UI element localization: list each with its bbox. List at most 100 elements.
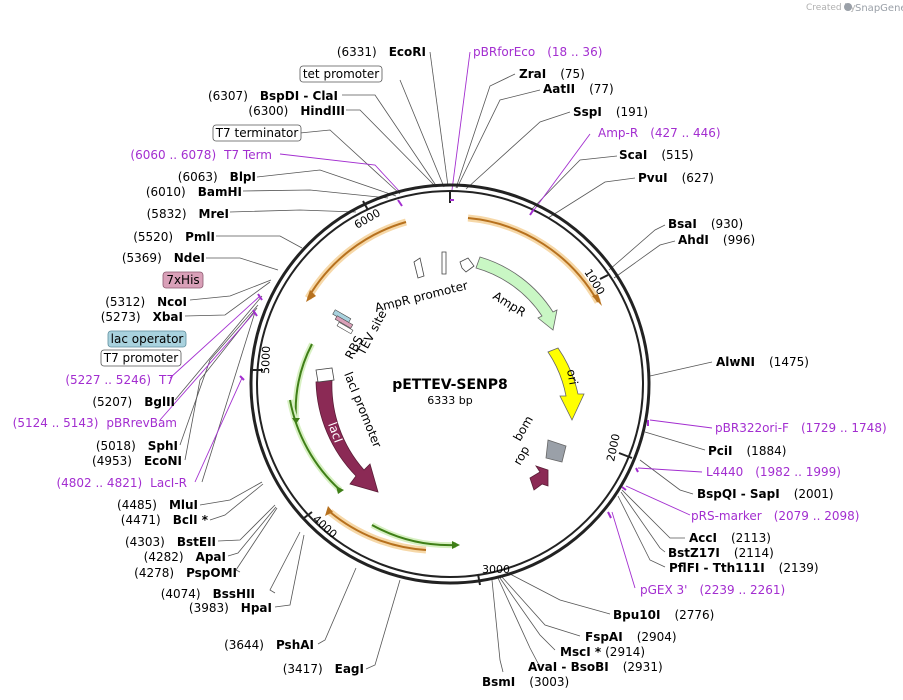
site-name: AhdI: [678, 233, 709, 247]
primer-range: (1982 .. 1999): [755, 465, 841, 479]
t7-terminator-box: T7 terminator: [212, 124, 302, 142]
ruler-label-3000: 3000: [482, 563, 510, 576]
svg-text:pBR322ori-F(1729 .. 1748): pBR322ori-F(1729 .. 1748): [715, 421, 887, 435]
site-pos: (627): [682, 171, 714, 185]
site-name: SphI: [148, 439, 178, 453]
site-name: MreI: [199, 207, 229, 221]
t7-promoter-box: T7 promoter: [100, 349, 182, 367]
plasmid-name: pETTEV-SENP8: [392, 377, 508, 393]
site-pos: (77): [589, 82, 614, 96]
snapgene-logo-icon: [844, 3, 852, 11]
primer-marks: [239, 199, 649, 519]
site-pos: (6331): [337, 45, 377, 59]
lac-operator-label: lac operator: [111, 332, 184, 346]
ruler-label-2000: 2000: [604, 433, 623, 463]
svg-text:(4278)PspOMI: (4278)PspOMI: [134, 566, 237, 580]
primer-name: pBRrevBam: [106, 416, 177, 430]
site-pos: (5207): [92, 395, 132, 409]
site-name: XbaI: [153, 310, 183, 324]
site-pos: (5520): [133, 230, 173, 244]
svg-text:(6307)BspDI - ClaI: (6307) BspDI - ClaI: [208, 89, 338, 103]
site-name: BsaI: [668, 217, 697, 231]
svg-text:BspQI - SapI(2001): BspQI - SapI (2001): [697, 487, 834, 501]
site-name: PciI: [708, 444, 733, 458]
site-name: BspQI - SapI: [697, 487, 780, 501]
site-name: BlpI: [230, 170, 256, 184]
site-pos: (6010): [146, 185, 186, 199]
site-name: BsmI: [482, 675, 515, 689]
site-pos: (930): [711, 217, 743, 231]
primer-range: (4802 .. 4821): [56, 476, 142, 490]
svg-text:(6300)HindIII: (6300) HindIII: [248, 104, 345, 118]
created-by-text: Created by: [806, 3, 856, 13]
green-arcs: [287, 342, 457, 549]
site-pos: (2001): [794, 487, 834, 501]
site-name: FspAI: [585, 630, 623, 644]
svg-text:Amp-R(427 .. 446): Amp-R(427 .. 446): [598, 126, 721, 140]
site-pos: (2776): [674, 608, 714, 622]
site-pos: (6063): [178, 170, 218, 184]
site-name: HindIII: [300, 104, 345, 118]
site-pos: (2139): [779, 561, 819, 575]
orange-arrowheads: [306, 290, 602, 516]
site-pos: (6307): [208, 89, 248, 103]
site-pos: (3983): [189, 601, 229, 615]
primer-range: (18 .. 36): [547, 45, 602, 59]
site-name: MluI: [169, 498, 198, 512]
site-name: BstZ17I: [668, 546, 720, 560]
rbs-tev-cluster: [332, 309, 354, 335]
svg-text:(5207)BglII: (5207)BglII: [92, 395, 175, 409]
site-pos: (2113): [731, 531, 771, 545]
svg-text:MscI *(2914): MscI *(2914): [560, 645, 645, 659]
svg-text:(5227 .. 5246)T7: (5227 .. 5246)T7: [65, 373, 174, 387]
svg-text:L4440(1982 .. 1999): L4440(1982 .. 1999): [706, 465, 841, 479]
primer-labels: pBRforEco(18 .. 36) Amp-R(427 .. 446) pB…: [13, 45, 887, 597]
ori-feature: [547, 347, 585, 421]
site-pos: (4282): [144, 550, 184, 564]
site-pos: (4953): [92, 454, 132, 468]
svg-text:(3983)HpaI: (3983) HpaI: [189, 601, 272, 615]
his-tag-box: 7xHis: [162, 271, 204, 289]
tev-site-label: TEV site: [354, 308, 390, 358]
svg-text:(6063)BlpI: (6063) BlpI: [178, 170, 256, 184]
svg-text:BstZ17I(2114): BstZ17I(2114): [668, 546, 774, 560]
site-name: NcoI: [157, 295, 187, 309]
svg-text:(5312)NcoI: (5312) NcoI: [105, 295, 187, 309]
orange-arcs: [304, 214, 602, 554]
ori-label: ori: [564, 368, 580, 386]
ampr-promoter-feature: [459, 257, 475, 273]
site-name: ApaI: [196, 550, 226, 564]
site-name: ScaI: [619, 148, 647, 162]
site-name: AatII: [543, 82, 575, 96]
svg-text:SspI(191): SspI(191): [573, 105, 648, 119]
site-pos: (75): [560, 67, 585, 81]
site-name: PflFI - Tth111I: [669, 561, 765, 575]
site-pos: (2914): [605, 645, 645, 659]
svg-text:(6010)BamHI: (6010)BamHI: [146, 185, 242, 199]
primer-name: pRS-marker: [691, 509, 762, 523]
tet-promoter-label: tet promoter: [303, 67, 379, 81]
site-name: NdeI: [174, 251, 205, 265]
svg-text:ZraI(75): ZraI(75): [519, 67, 585, 81]
site-pos: (5312): [105, 295, 145, 309]
site-name: PvuI: [638, 171, 668, 185]
site-name: EagI: [335, 662, 364, 676]
svg-text:AccI(2113): AccI (2113): [689, 531, 771, 545]
site-pos: (4485): [117, 498, 157, 512]
svg-text:pRS-marker(2079 .. 2098): pRS-marker(2079 .. 2098): [691, 509, 859, 523]
svg-text:(5520)PmlI: (5520) PmlI: [133, 230, 215, 244]
t7-promoter-label: T7 promoter: [103, 351, 179, 365]
svg-text:(6331)EcoRI: (6331)EcoRI: [337, 45, 426, 59]
primer-range: (6060 .. 6078): [130, 148, 216, 162]
site-pos: (6300): [248, 104, 288, 118]
site-name: BssHII: [213, 587, 255, 601]
site-name: PmlI: [185, 230, 215, 244]
site-name: PshAI: [276, 638, 314, 652]
site-name: AccI: [689, 531, 717, 545]
rop-feature: [529, 465, 549, 491]
svg-text:PvuI(627): PvuI (627): [638, 171, 714, 185]
site-name: HpaI: [241, 601, 272, 615]
primer-leaders: [159, 51, 713, 589]
site-name: BspDI - ClaI: [260, 89, 338, 103]
